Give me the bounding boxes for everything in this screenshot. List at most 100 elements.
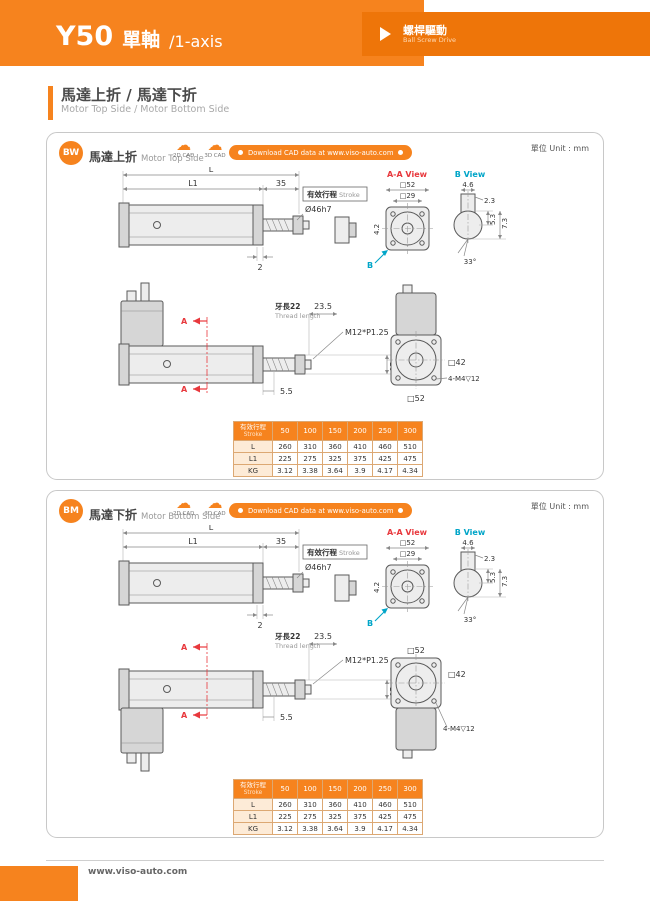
panel-title-cn: 馬達上折 [89,150,138,164]
unit-note: 單位 Unit : mm [530,144,589,153]
dim-label: 5.3 [489,572,497,583]
stroke-col: 100 [297,779,323,799]
stroke-col: 250 [372,779,398,799]
coupling [334,574,350,602]
drive-type-en: Ball Screw Drive [403,35,457,44]
cad-3d-label: 3D CAD [204,153,226,159]
unit-note: 單位 Unit : mm [530,502,589,511]
header-band: Y50 單軸 /1-axis [0,0,424,66]
actuator-body [118,562,264,604]
stroke-col: 300 [397,421,423,441]
panel-badge: BW [59,141,83,165]
motor-end [395,292,437,336]
footer-divider [46,860,604,861]
stroke-col: 100 [297,421,323,441]
thread-label-cn: 牙長22 [275,302,300,311]
thread-label-en: Thread length [274,642,321,650]
end-view: □52 □42 4-M4▽12 [387,646,475,759]
dim-label: 7.3 [501,218,509,229]
dim-label: 2 [257,263,262,272]
model-title: Y50 [56,21,114,52]
cad-2d-label: 2D CAD [173,153,195,159]
dim-label: □52 [400,539,416,547]
stroke-col: 150 [322,421,348,441]
play-icon [380,27,391,41]
panel-title-en: Motor Bottom Side [141,512,221,522]
cloud-download-icon: ☁ [207,136,223,154]
dim-label: 7.3 [501,576,509,587]
motor-end [395,707,437,751]
model-title-cn: 單軸 [122,29,161,51]
b-view-label: B View [455,170,486,179]
stroke-table-header: 有效行程 Stroke [233,421,273,441]
dim-label: 35 [276,537,286,546]
drive-type: 螺桿驅動 Ball Screw Drive [403,24,456,45]
stroke-table: 有效行程 Stroke 50 100 150 200 250 300 L 260… [233,421,423,477]
cad-buttons: ☁ 2D CAD ☁ 3D CAD [173,136,226,160]
fold-view: A A 牙長22 Thread length 23.5 M12*P1.25 17… [118,632,397,772]
stroke-col: 300 [397,779,423,799]
section-label: A [181,643,188,652]
aa-view-label: A-A View [387,170,428,179]
dim-label: L1 [188,179,198,188]
dim-label: 33° [464,616,476,624]
dim-label: 4.2 [373,224,381,235]
footer-url: www.viso-auto.com [88,867,188,877]
dim-label: 4-M4▽12 [448,375,480,383]
stroke-table-header: 有效行程 Stroke [233,779,273,799]
dim-label: 5.5 [280,713,293,722]
cad-3d-button[interactable]: ☁ 3D CAD [204,136,226,160]
cad-3d-label: 3D CAD [204,511,226,517]
panel-title-cn: 馬達下折 [89,508,138,522]
dim-label: L [209,525,214,532]
thread-label-cn: 牙長22 [275,632,300,641]
stroke-col: 50 [272,421,298,441]
b-view-label: B View [455,528,486,537]
cad-2d-label: 2D CAD [173,511,195,517]
motor [120,707,164,754]
dim-label: 2 [257,621,262,630]
dim-label: L1 [188,537,198,546]
stroke-table: 有效行程 Stroke 50 100 150 200 250 300 L 260… [233,779,423,835]
dim-label: □29 [400,192,416,200]
section-label: A [181,385,188,394]
download-label: Download CAD data at www.viso-auto.com [248,148,394,157]
cad-3d-button[interactable]: ☁ 3D CAD [204,496,226,518]
cad-2d-button[interactable]: ☁ 2D CAD [173,496,195,518]
dim-label: □52 [407,646,425,655]
download-cad-link[interactable]: Download CAD data at www.viso-auto.com [229,145,413,160]
stroke-col: 50 [272,779,298,799]
cad-2d-button[interactable]: ☁ 2D CAD [173,138,195,160]
panel-badge: BM [59,499,83,523]
b-arrow-label: B [367,261,373,270]
thread-label-en: Thread length [274,312,321,320]
stroke-col: 150 [322,779,348,799]
coupling [334,216,350,244]
panel-title-en: Motor Top Side [141,154,204,164]
b-arrow-label: B [367,619,373,628]
dim-label: □42 [448,670,466,679]
stroke-col: 250 [372,421,398,441]
drive-type-cn: 螺桿驅動 [403,23,447,37]
bullet-icon [398,508,404,513]
dim-label: 4.6 [462,181,474,189]
motor [120,300,164,347]
dim-label: 23.5 [314,302,332,311]
drive-type-box: 螺桿驅動 Ball Screw Drive [362,12,650,56]
dim-label: 4.2 [373,582,381,593]
dim-label: 33° [464,258,476,266]
download-cad-link[interactable]: Download CAD data at www.viso-auto.com [229,503,413,518]
